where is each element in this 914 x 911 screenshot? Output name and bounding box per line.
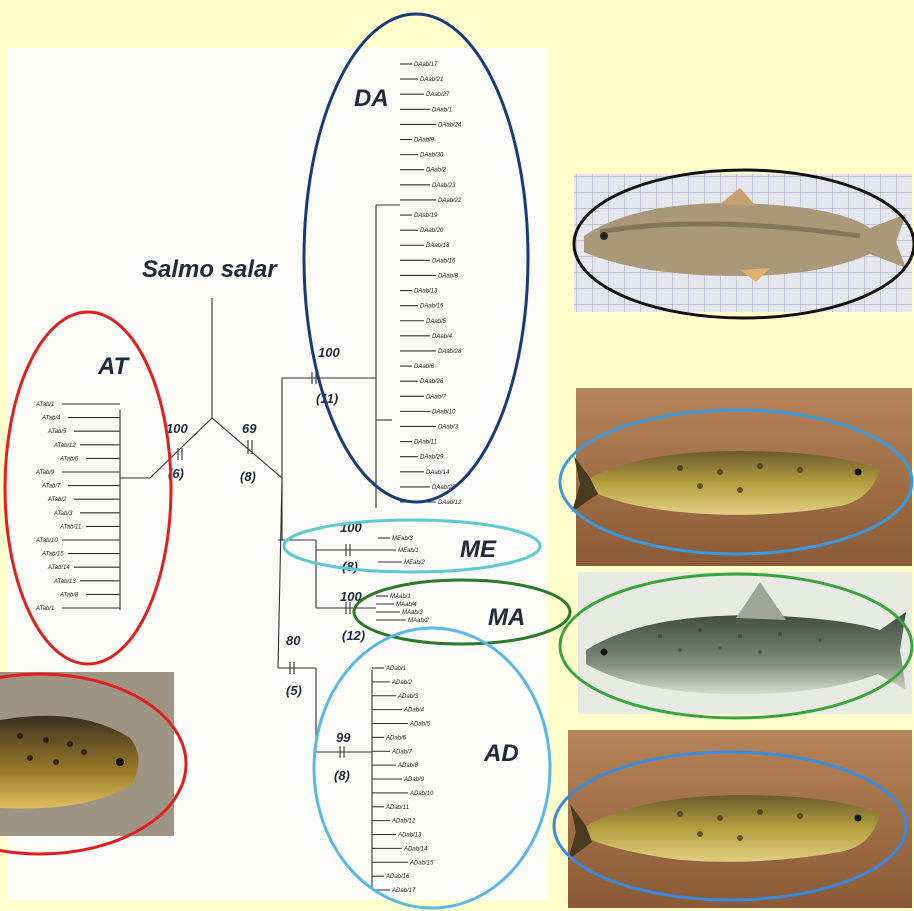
leaf-label: ADab/8	[397, 763, 419, 769]
leaf-label: MAab/4	[396, 602, 417, 608]
leaf-label: ATab/2	[47, 497, 67, 503]
leaf-label: ADab/7	[391, 749, 413, 755]
leaf-label: DAab/30	[420, 153, 444, 159]
leaf-label: ADab/16	[385, 874, 410, 880]
leaf-label: DAab/14	[426, 470, 450, 476]
leaf-label: DAab/4	[432, 334, 453, 340]
count-ad: (8)	[334, 768, 350, 783]
leaf-label: ADab/10	[409, 791, 434, 797]
leaf-label: ATab/13	[53, 579, 76, 585]
bootstrap-at: 100	[166, 421, 188, 436]
leaf-label: DAab/20	[420, 228, 444, 234]
ma-fish-photo	[578, 572, 912, 714]
leaf-label: ADab/6	[385, 735, 407, 741]
clade-label-me: ME	[460, 536, 497, 563]
leaf-label: DAab/29	[420, 455, 444, 461]
leaf-label: ATab/7	[41, 484, 61, 490]
leaf-label: ADab/1	[385, 666, 406, 672]
leaf-label: MAab/3	[402, 610, 423, 616]
leaf-label: ADab/2	[391, 680, 413, 686]
leaf-label: ATab/4	[41, 416, 61, 422]
count-me: (8)	[342, 559, 358, 574]
leaf-label: MEab/1	[398, 548, 419, 554]
leaf-label: ATab/3	[53, 511, 73, 517]
leaf-label: DAab/24	[438, 122, 462, 128]
leaf-label: DAab/22	[438, 198, 462, 204]
leaf-label: MAab/2	[408, 618, 429, 624]
clade-label-ad: AD	[483, 740, 519, 767]
bootstrap-node-69: 69	[242, 421, 257, 436]
leaf-label: MEab/2	[404, 560, 425, 566]
leaf-label: DAab/13	[414, 289, 438, 295]
leaf-label: DAab/2	[426, 168, 447, 174]
species-title: Salmo salar	[142, 256, 278, 283]
leaf-label: ADab/13	[397, 833, 422, 839]
leaf-label: ATab/5	[47, 429, 67, 435]
leaf-label: ADab/4	[403, 708, 425, 714]
leaf-label: MAab/1	[390, 594, 411, 600]
leaf-label: ATab/11	[59, 524, 81, 530]
leaf-label: ADab/12	[391, 819, 416, 825]
leaf-label: ADab/14	[403, 846, 428, 852]
leaf-label: ATab/12	[53, 443, 76, 449]
count-node-69: (8)	[240, 469, 256, 484]
leaf-label: DAab/9	[414, 138, 435, 144]
leaf-label: DAab/1	[432, 107, 452, 113]
leaf-label: ADab/3	[397, 694, 419, 700]
leaf-label: ADab/5	[409, 722, 431, 728]
bootstrap-ad: 99	[336, 730, 351, 745]
leaf-label: DAab/18	[426, 243, 450, 249]
clade-label-ma: MA	[488, 604, 525, 631]
leaf-label: ATab/1	[35, 402, 54, 408]
leaf-label: ATab/1	[35, 606, 54, 612]
clade-label-at: AT	[97, 353, 131, 380]
leaf-label: DAab/16	[432, 258, 456, 264]
leaf-label: DAab/26	[420, 379, 444, 385]
leaf-label: ATab/8	[59, 592, 79, 598]
leaf-label: DAab/10	[432, 409, 456, 415]
leaf-label: ADab/9	[403, 777, 425, 783]
leaf-label: DAab/5	[426, 319, 447, 325]
leaf-label: DAab/28	[438, 349, 462, 355]
count-ma: (12)	[342, 628, 365, 643]
leaf-label: DAab/23	[432, 183, 456, 189]
leaf-label: ATab/9	[35, 470, 55, 476]
leaf-label: DAab/8	[438, 273, 459, 279]
ad-fish-photo-2	[568, 730, 912, 908]
da-fish-photo	[574, 174, 912, 312]
leaf-label: DAab/17	[414, 62, 438, 68]
leaf-label: ATab/10	[35, 538, 58, 544]
leaf-label: ATab/15	[41, 552, 64, 558]
leaf-label: ATab/6	[59, 456, 79, 462]
count-node-80: (5)	[286, 683, 302, 698]
clade-label-da: DA	[354, 85, 389, 112]
bootstrap-da: 100	[318, 345, 340, 360]
ad-fish-photo-1	[572, 388, 912, 566]
leaf-label: DAab/27	[426, 92, 450, 98]
leaf-label: DAab/11	[414, 440, 437, 446]
leaf-label: DAab/7	[426, 394, 447, 400]
leaf-label: DAab/19	[414, 213, 438, 219]
leaf-label: DAab/6	[414, 364, 435, 370]
leaf-label: DAab/15	[420, 304, 444, 310]
leaf-label: ADab/11	[385, 805, 409, 811]
leaf-label: ADab/17	[391, 888, 416, 894]
leaf-label: ADab/15	[409, 860, 434, 866]
leaf-label: DAab/12	[438, 500, 462, 506]
leaf-label: DAab/21	[420, 77, 443, 83]
at-fish-photo	[0, 672, 174, 836]
leaf-label: ATab/14	[47, 565, 70, 571]
leaf-label: MEab/3	[392, 536, 413, 542]
bootstrap-node-80: 80	[286, 633, 301, 648]
leaf-label: DAab/3	[438, 424, 459, 430]
